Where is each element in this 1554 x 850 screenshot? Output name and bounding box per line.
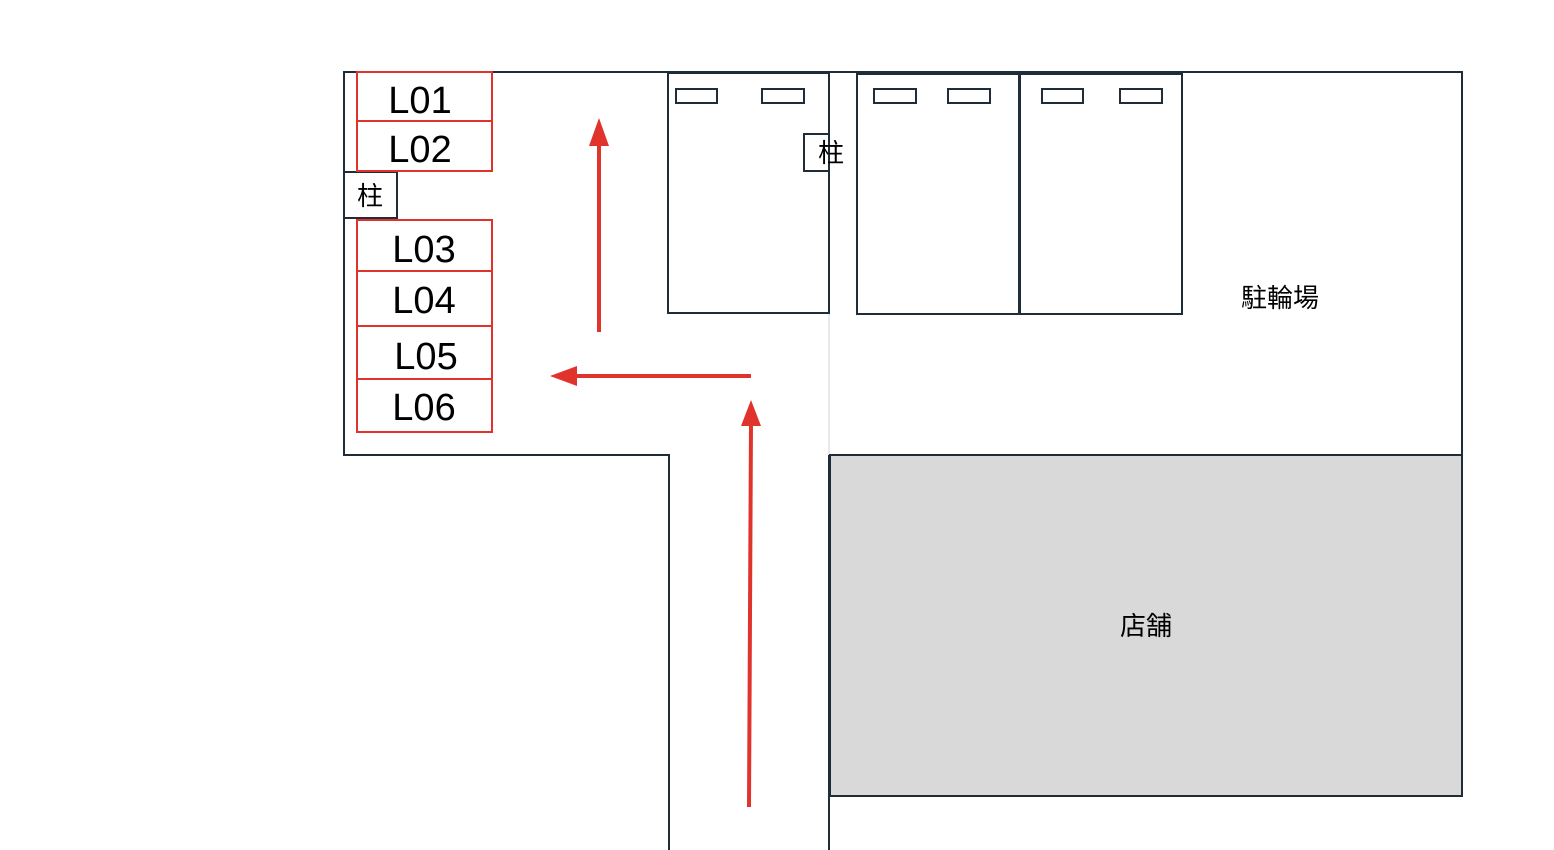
parking-slot-l04[interactable]	[356, 270, 493, 327]
parking-slot-l06[interactable]	[356, 378, 493, 433]
bicycle-parking-label: 駐輪場	[1241, 284, 1319, 314]
parking-slot-label: L06	[392, 387, 455, 429]
pillar-left	[343, 171, 398, 219]
window-marker	[873, 88, 917, 104]
window-marker	[1041, 88, 1084, 104]
building-block-2	[856, 73, 1020, 315]
parking-slot-l05[interactable]	[356, 325, 493, 380]
parking-area-wall	[343, 71, 1463, 850]
arrow-up-to-slots	[589, 118, 609, 332]
window-marker	[947, 88, 991, 104]
parking-slot-l02[interactable]	[356, 120, 493, 172]
store-block	[829, 454, 1463, 797]
window-marker	[1119, 88, 1163, 104]
parking-slot-label: L02	[388, 129, 451, 171]
parking-slot-label: L01	[388, 80, 451, 122]
arrow-left	[550, 366, 751, 386]
pillar-right	[803, 133, 830, 172]
arrow-entry-up	[741, 400, 761, 808]
parking-slot-l03[interactable]	[356, 219, 493, 272]
window-marker	[675, 88, 718, 104]
window-marker	[761, 88, 805, 104]
pillar-right-label: 柱	[818, 139, 844, 169]
parking-slot-l01[interactable]	[356, 71, 493, 122]
parking-slot-label: L03	[392, 229, 455, 271]
parking-slot-label: L04	[392, 280, 455, 322]
store-label: 店舗	[1120, 612, 1172, 642]
pillar-left-label: 柱	[357, 182, 383, 212]
building-block-1	[667, 72, 830, 314]
parking-slot-label: L05	[394, 336, 457, 378]
parking-slots: L01 L02 L03 L04 L05 L06	[356, 71, 493, 433]
building-block-3	[1019, 73, 1183, 315]
